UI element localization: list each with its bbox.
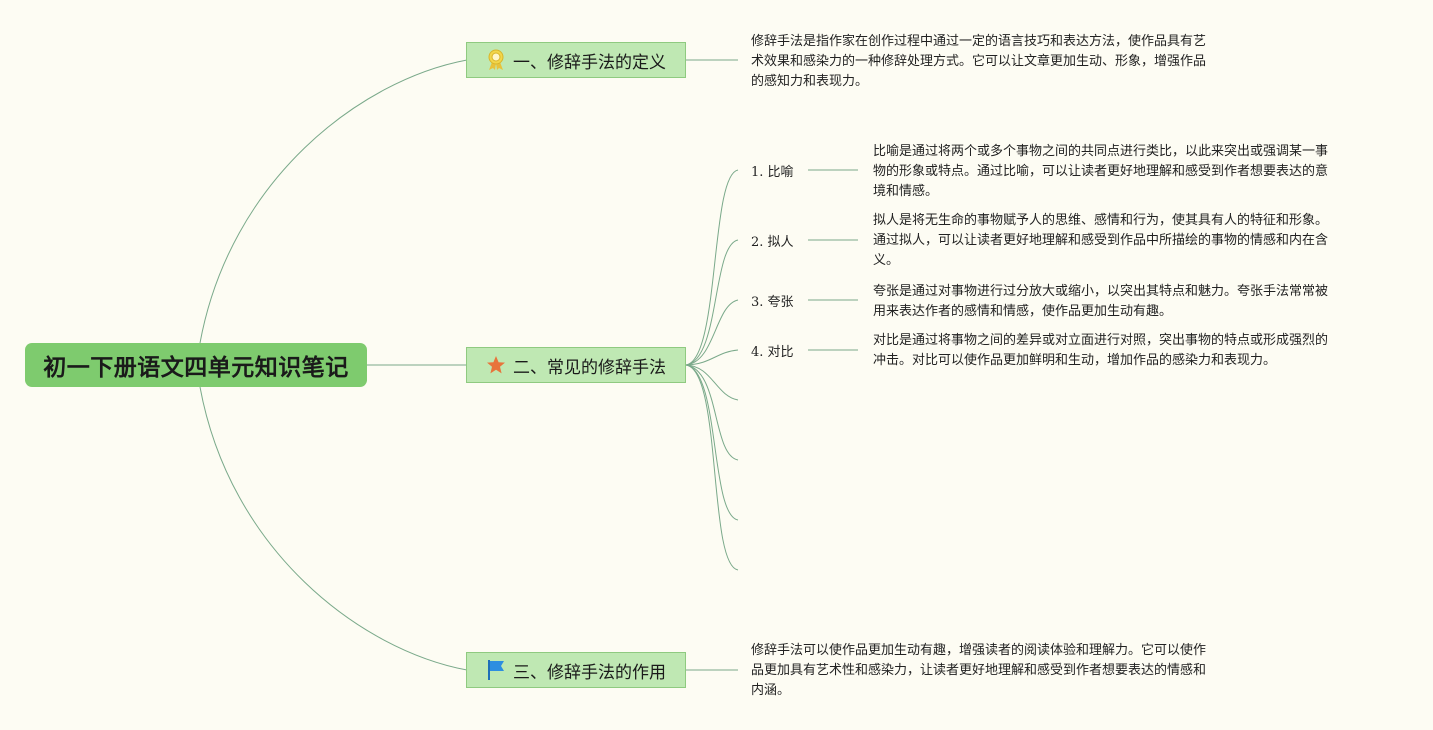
desc-line: 物的形象或特点。通过比喻，可以让读者更好地理解和感受到作者想要表达的意 (873, 164, 1329, 179)
desc-line: 的感知力和表现力。 (751, 74, 869, 89)
connector-sub-6 (685, 364, 739, 461)
connector-sub-5 (685, 364, 739, 401)
desc-line: 比喻是通过将两个或多个事物之间的共同点进行类比，以此来突出或强调某一事 (873, 144, 1329, 159)
sub-item-hyperbole[interactable]: 3. 夸张 (751, 295, 794, 310)
award-ribbon-icon (485, 49, 507, 71)
star-icon (485, 354, 507, 376)
desc-line: 用来表达作者的感情和情感，使作品更加生动有趣。 (873, 304, 1173, 319)
connector-sub-8 (685, 364, 739, 571)
desc-line: 冲击。对比可以使作品更加鲜明和生动，增加作品的感染力和表现力。 (873, 353, 1277, 368)
connector-sub-1 (685, 169, 739, 366)
connector-root-branch-3 (199, 386, 468, 671)
sub-item-hyperbole-desc: 夸张是通过对事物进行过分放大或缩小，以突出其特点和魅力。夸张手法常常被 用来表达… (873, 282, 1373, 322)
sub-item-contrast-desc: 对比是通过将事物之间的差异或对立面进行对照，突出事物的特点或形成强烈的 冲击。对… (873, 331, 1373, 371)
desc-line: 品更加具有艺术性和感染力，让读者更好地理解和感受到作者想要表达的情感和 (751, 663, 1207, 678)
connector-sub-7 (685, 364, 739, 521)
root-topic[interactable]: 初一下册语文四单元知识笔记 (25, 343, 367, 387)
desc-line: 术效果和感染力的一种修辞处理方式。它可以让文章更加生动、形象，增强作品 (751, 54, 1207, 69)
sub-item-metaphor[interactable]: 1. 比喻 (751, 165, 794, 180)
desc-line: 通过拟人，可以让读者更好地理解和感受到作品中所描绘的事物的情感和内在含 (873, 233, 1329, 248)
connector-sub-4 (685, 349, 739, 366)
branch-label: 一、修辞手法的定义 (513, 52, 666, 73)
branch-definition[interactable]: 一、修辞手法的定义 (466, 42, 686, 78)
branch-function-desc: 修辞手法可以使作品更加生动有趣，增强读者的阅读体验和理解力。它可以使作 品更加具… (751, 641, 1251, 701)
desc-line: 夸张是通过对事物进行过分放大或缩小，以突出其特点和魅力。夸张手法常常被 (873, 284, 1329, 299)
branch-definition-desc: 修辞手法是指作家在创作过程中通过一定的语言技巧和表达方法，使作品具有艺 术效果和… (751, 32, 1251, 92)
desc-line: 对比是通过将事物之间的差异或对立面进行对照，突出事物的特点或形成强烈的 (873, 333, 1329, 348)
sub-item-personification[interactable]: 2. 拟人 (751, 235, 794, 250)
branch-common-techniques[interactable]: 二、常见的修辞手法 (466, 347, 686, 383)
desc-line: 修辞手法是指作家在创作过程中通过一定的语言技巧和表达方法，使作品具有艺 (751, 34, 1207, 49)
branch-label: 三、修辞手法的作用 (513, 662, 666, 683)
desc-line: 修辞手法可以使作品更加生动有趣，增强读者的阅读体验和理解力。它可以使作 (751, 643, 1207, 658)
desc-line: 内涵。 (751, 683, 791, 698)
branch-function[interactable]: 三、修辞手法的作用 (466, 652, 686, 688)
desc-line: 义。 (873, 253, 900, 268)
connector-root-branch-1 (199, 59, 468, 344)
desc-line: 境和情感。 (873, 184, 939, 199)
desc-line: 拟人是将无生命的事物赋予人的思维、感情和行为，使其具有人的特征和形象。 (873, 213, 1329, 228)
flag-icon (485, 659, 507, 681)
branch-label: 二、常见的修辞手法 (513, 357, 666, 378)
sub-item-contrast[interactable]: 4. 对比 (751, 345, 794, 360)
sub-item-metaphor-desc: 比喻是通过将两个或多个事物之间的共同点进行类比，以此来突出或强调某一事 物的形象… (873, 142, 1373, 202)
connector-sub-3 (685, 299, 739, 366)
sub-item-personification-desc: 拟人是将无生命的事物赋予人的思维、感情和行为，使其具有人的特征和形象。 通过拟人… (873, 211, 1373, 271)
connector-sub-2 (685, 239, 739, 366)
